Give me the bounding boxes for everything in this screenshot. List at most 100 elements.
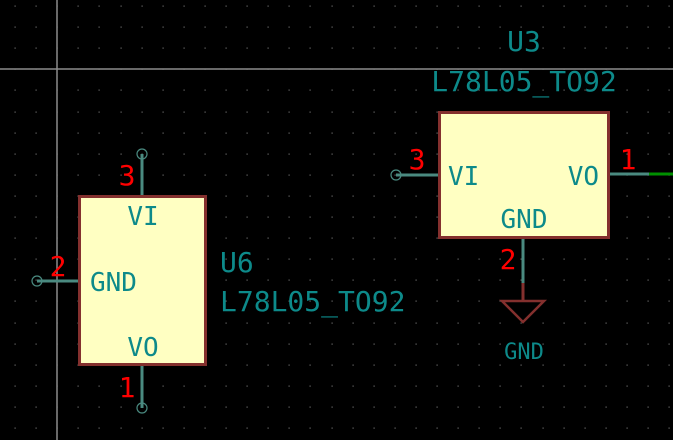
grid-dot (394, 5, 396, 7)
u6-pin-vo-unconnected-icon[interactable] (136, 402, 148, 414)
grid-dot (436, 89, 438, 91)
grid-dot (309, 111, 311, 113)
grid-dot (668, 195, 670, 197)
grid-dot (668, 427, 670, 429)
grid-dot (647, 258, 649, 260)
grid-dot (605, 89, 607, 91)
grid-dot (352, 5, 354, 7)
grid-dot (647, 153, 649, 155)
grid-dot (98, 89, 100, 91)
grid-dot (626, 132, 628, 134)
grid-dot (14, 364, 16, 366)
grid-dot (183, 132, 185, 134)
grid-dot (352, 279, 354, 281)
grid-dot (415, 5, 417, 7)
grid-dot (626, 195, 628, 197)
u3-reference[interactable]: U3 (507, 25, 541, 58)
u6-reference[interactable]: U6 (220, 246, 254, 279)
grid-dot (352, 174, 354, 176)
grid-dot (520, 89, 522, 91)
grid-dot (204, 26, 206, 28)
grid-dot (246, 111, 248, 113)
grid-dot (246, 89, 248, 91)
grid-dot (331, 5, 333, 7)
grid-dot (415, 195, 417, 197)
grid-dot (499, 343, 501, 345)
grid-dot (352, 300, 354, 302)
grid-dot (394, 153, 396, 155)
power-symbol-gnd[interactable]: GND (498, 283, 548, 365)
grid-dot (352, 343, 354, 345)
component-u3[interactable]: U3 L78L05_TO92 VI VO GND 3 1 2 (390, 25, 673, 284)
grid-dot (204, 406, 206, 408)
grid-dot (373, 237, 375, 239)
grid-dot (141, 132, 143, 134)
grid-dot (352, 26, 354, 28)
grid-dot (309, 322, 311, 324)
grid-dot (436, 300, 438, 302)
grid-dot (35, 153, 37, 155)
grid-dot (373, 322, 375, 324)
grid-dot (246, 385, 248, 387)
grid-dot (499, 258, 501, 260)
grid-dot (563, 385, 565, 387)
grid-dot (605, 343, 607, 345)
grid-dot (626, 322, 628, 324)
grid-dot (668, 111, 670, 113)
grid-dot (309, 47, 311, 49)
grid-dot (204, 89, 206, 91)
grid-dot (542, 322, 544, 324)
grid-dot (394, 47, 396, 49)
grid-dot (373, 5, 375, 7)
grid-dot (478, 427, 480, 429)
u3-body[interactable] (438, 111, 610, 239)
grid-dot (225, 174, 227, 176)
grid-dot (584, 300, 586, 302)
grid-dot (98, 47, 100, 49)
grid-dot (35, 343, 37, 345)
grid-dot (373, 153, 375, 155)
grid-dot (162, 132, 164, 134)
u3-pin-vi-unconnected-icon[interactable] (390, 169, 402, 181)
grid-dot (542, 258, 544, 260)
u3-pin-vo-name: VO (568, 162, 599, 192)
grid-dot (204, 427, 206, 429)
grid-dot (668, 258, 670, 260)
grid-dot (647, 406, 649, 408)
grid-dot (98, 153, 100, 155)
u6-pin-vi-unconnected-icon[interactable] (136, 148, 148, 160)
grid-dot (520, 322, 522, 324)
grid-dot (35, 258, 37, 260)
grid-dot (542, 406, 544, 408)
grid-dot (394, 364, 396, 366)
grid-dot (35, 279, 37, 281)
grid-dot (415, 26, 417, 28)
grid-dot (331, 258, 333, 260)
u6-pin-gnd-unconnected-icon[interactable] (31, 275, 43, 287)
grid-dot (288, 237, 290, 239)
grid-dot (331, 174, 333, 176)
grid-dot (499, 26, 501, 28)
u6-value[interactable]: L78L05_TO92 (220, 285, 405, 319)
grid-dot (267, 174, 269, 176)
grid-dot (626, 385, 628, 387)
u6-body[interactable] (78, 195, 207, 366)
grid-dot (35, 322, 37, 324)
grid-dot (14, 237, 16, 239)
u6-pin-gnd-number: 2 (50, 250, 67, 283)
u6-pin-gnd-name: GND (90, 268, 137, 298)
component-u6[interactable]: VI GND VO 3 2 1 U6 L78L05_TO92 (31, 148, 405, 414)
grid-dot (331, 216, 333, 218)
grid-dot (35, 237, 37, 239)
grid-dot (478, 406, 480, 408)
grid-dot (288, 427, 290, 429)
grid-dot (267, 89, 269, 91)
grid-dot (563, 343, 565, 345)
grid-dot (204, 174, 206, 176)
grid-dot (35, 427, 37, 429)
u3-value[interactable]: L78L05_TO92 (431, 65, 616, 99)
grid-dot (520, 279, 522, 281)
u3-pin-gnd-number: 2 (500, 243, 517, 276)
grid-dot (35, 26, 37, 28)
